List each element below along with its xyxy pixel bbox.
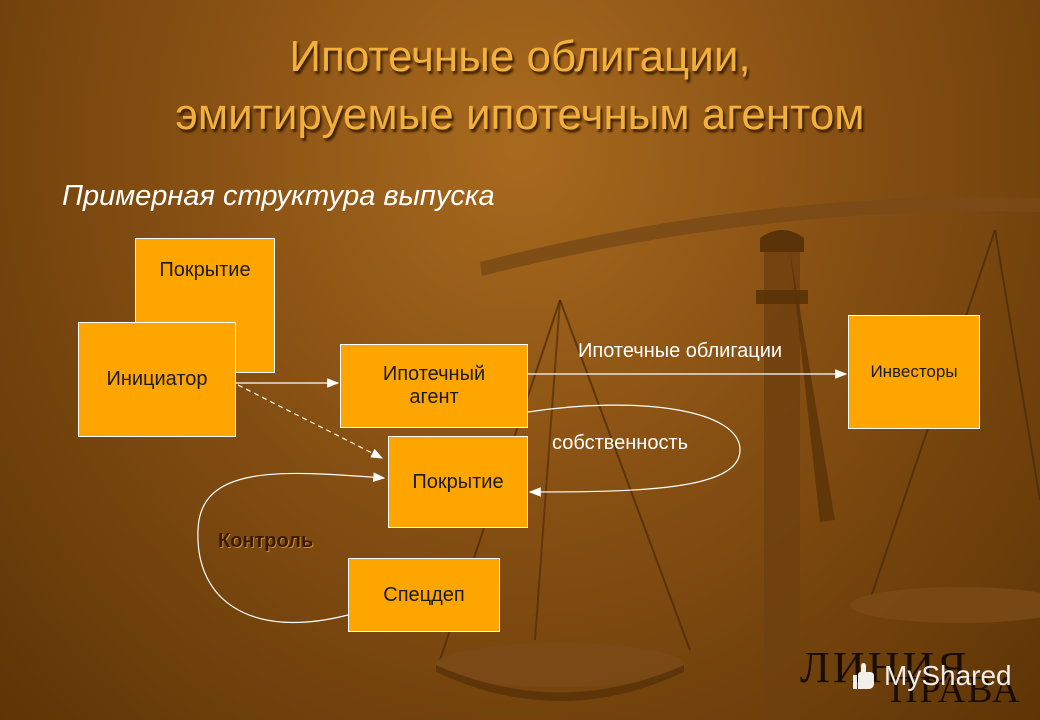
control-label: Контроль <box>218 530 314 552</box>
mortgage-agent-box: Ипотечный агент <box>340 344 528 428</box>
myshared-logo-text: MyShared <box>884 660 1012 691</box>
title-line-1: Ипотечные облигации, <box>289 32 751 81</box>
myshared-logo: MyShared <box>852 660 1012 692</box>
watermark-line-text: ЛИНИЯ <box>800 643 970 692</box>
ownership-label: собственность <box>552 432 689 454</box>
initiator-box: Инициатор <box>78 322 236 437</box>
slide-title: Ипотечные облигации, эмитируемые ипотечн… <box>0 28 1040 144</box>
pokrytie-box: Покрытие <box>388 436 528 528</box>
hand-icon <box>853 663 874 689</box>
title-line-2: эмитируемые ипотечным агентом <box>175 90 865 139</box>
watermark-law-text: ПРАВА <box>890 669 1022 711</box>
specdep-box: Спецдеп <box>348 558 500 632</box>
investors-box: Инвесторы <box>848 315 980 429</box>
slide-subtitle: Примерная структура выпуска <box>62 180 495 212</box>
bonds-label: Ипотечные облигации <box>578 340 783 362</box>
